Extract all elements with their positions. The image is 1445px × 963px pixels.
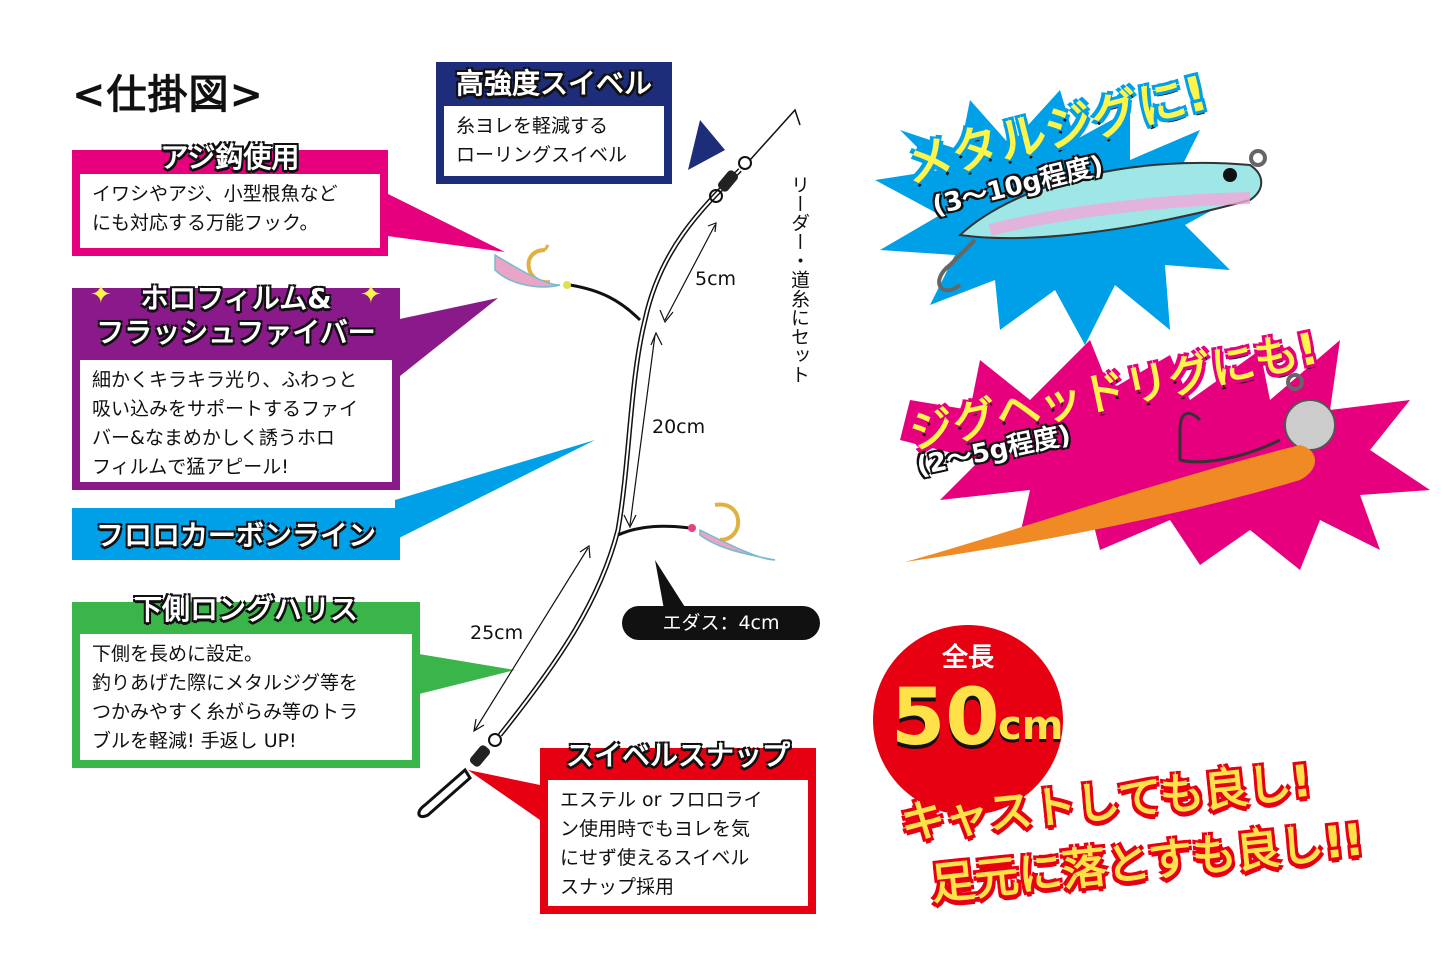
snap-icon bbox=[417, 733, 502, 819]
swivel-callout-body: 糸ヨレを軽減する ローリングスイベル bbox=[444, 106, 664, 176]
hook-callout: アジ鈎使用 イワシやアジ、小型根魚など にも対応する万能フック。 bbox=[72, 141, 388, 256]
diagram-title: <仕掛図> bbox=[72, 72, 265, 118]
lower-callout-head: 下側ロングハリス bbox=[133, 593, 358, 626]
snap-callout-body: エステル or フロロライ ン使用時でもヨレを気 にせず使えるスイベル スナップ… bbox=[548, 780, 808, 906]
swivel-callout-head: 高強度スイベル bbox=[455, 67, 652, 100]
lower-hook-icon bbox=[688, 502, 776, 561]
leader-line bbox=[749, 108, 801, 161]
total-length-unit: cm bbox=[998, 703, 1064, 749]
swivel-callout: 高強度スイベル 糸ヨレを軽減する ローリングスイベル bbox=[436, 62, 672, 184]
length-label-25cm: 25cm bbox=[470, 622, 524, 644]
length-arrow-5cm bbox=[659, 222, 717, 324]
length-label-5cm: 5cm bbox=[695, 268, 737, 290]
hook-callout-body: イワシやアジ、小型根魚など にも対応する万能フック。 bbox=[80, 174, 380, 248]
fluoro-callout: フロロカーボンライン bbox=[72, 508, 400, 560]
leader-note: リーダー・道糸にセット bbox=[788, 175, 810, 384]
lower-dropper bbox=[617, 524, 691, 537]
sparkle-icon: ✦ bbox=[360, 280, 382, 310]
hook-callout-pointer bbox=[380, 190, 505, 252]
lower-callout-pointer bbox=[395, 650, 515, 700]
swivel-callout-pointer bbox=[688, 120, 725, 170]
swivel-icon bbox=[709, 156, 752, 203]
upper-hook-icon bbox=[494, 244, 571, 289]
jighead-burst bbox=[900, 340, 1430, 570]
length-label-20cm: 20cm bbox=[652, 416, 706, 438]
edasu-pointer bbox=[655, 560, 690, 615]
total-length-badge: 全長 50 cm bbox=[873, 625, 1063, 815]
holo-callout: ホロフィルム& フラッシュファイバー 細かくキラキラ光り、ふわっと 吸い込みをサ… bbox=[72, 280, 400, 490]
holo-callout-pointer bbox=[395, 298, 498, 380]
metal-jig-icon bbox=[937, 149, 1267, 293]
lower-callout: 下側ロングハリス 下側を長めに設定。 釣りあげた際にメタルジグ等を つかみやすく… bbox=[72, 593, 420, 768]
total-length-value: 50 bbox=[891, 673, 1000, 763]
holo-callout-body: 細かくキラキラ光り、ふわっと 吸い込みをサポートするファイ バー&なまめかしく誘… bbox=[80, 360, 392, 482]
upper-dropper bbox=[569, 283, 642, 322]
snap-callout-pointer bbox=[468, 770, 540, 820]
jig-burst bbox=[875, 90, 1267, 345]
lower-callout-body: 下側を長めに設定。 釣りあげた際にメタルジグ等を つかみやすく糸がらみ等のトラ … bbox=[80, 634, 412, 760]
hook-callout-head: アジ鈎使用 bbox=[160, 141, 300, 174]
total-length-label: 全長 bbox=[941, 643, 994, 673]
worm-icon bbox=[905, 445, 1315, 562]
fluoro-callout-pointer bbox=[395, 440, 595, 540]
edasu-label: エダス：4cm bbox=[622, 606, 820, 640]
sparkle-icon: ✦ bbox=[90, 280, 112, 310]
snap-callout-head: スイベルスナップ bbox=[565, 739, 790, 772]
fluoro-callout-head: フロロカーボンライン bbox=[95, 519, 376, 552]
main-line bbox=[498, 168, 742, 737]
holo-callout-head: ホロフィルム& フラッシュファイバー bbox=[96, 282, 376, 349]
length-arrow-20cm bbox=[623, 331, 663, 529]
snap-callout: スイベルスナップ エステル or フロロライ ン使用時でもヨレを気 にせず使える… bbox=[540, 739, 816, 914]
length-arrow-25cm bbox=[473, 544, 591, 733]
